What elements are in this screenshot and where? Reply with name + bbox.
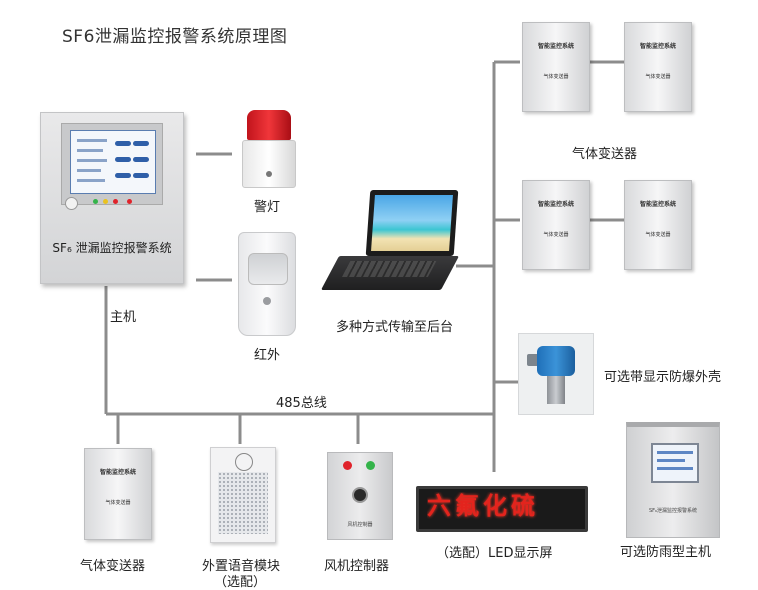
fan-controller-label: 风机控制器 [324,559,390,574]
led-display-text: 六氟化硫 [427,492,539,520]
infrared-label: 红外 [254,348,281,363]
gas-transmitter-box: 智能监控系统 气体变送器 [522,22,590,112]
host-panel-label: SF₆ 泄漏监控报警系统 [52,241,172,255]
gas-transmitter-bottom-label: 气体变送器 [80,559,146,574]
gas-transmitters-label: 气体变送器 [572,147,638,162]
host-knob [65,197,78,210]
status-led-green [93,199,98,204]
main-host-cabinet: SF₆ 泄漏监控报警系统 [40,112,184,284]
laptop-label: 多种方式传输至后台 [336,320,454,335]
speaker-grill [218,472,268,534]
led-display-label: （选配）LED显示屏 [436,546,553,561]
bus-label: 485总线 [276,396,327,411]
status-led-yellow [103,199,108,204]
laptop-screen [365,190,459,256]
host-label: 主机 [110,310,137,325]
rainproof-host-label: 可选防雨型主机 [620,545,712,560]
rainproof-screen [651,443,699,483]
fan-switch [352,487,368,503]
host-touchscreen [70,130,156,194]
gas-transmitter-box: 智能监控系统 气体变送器 [522,180,590,270]
rainproof-host: SF₆泄漏监控报警系统 [626,422,720,538]
fan-panel-label: 风机控制器 [347,522,373,528]
speaker-logo-icon [235,453,253,471]
alarm-light-base [242,140,296,188]
rainproof-panel-label: SF₆泄漏监控报警系统 [648,508,698,514]
alarm-light-lens [247,110,291,140]
diagram-title: SF6泄漏监控报警系统原理图 [62,27,288,47]
fan-indicator-green [366,461,375,470]
gas-transmitter-box: 智能监控系统 气体变送器 [624,22,692,112]
laptop-keyboard [320,256,460,290]
voice-module [210,447,276,543]
infrared-sensor [238,232,296,336]
voice-module-optional: （选配） [214,575,267,590]
explosion-proof-label: 可选带显示防爆外壳 [604,370,722,385]
status-led-red [113,199,118,204]
fan-controller: 风机控制器 [327,452,393,540]
fan-indicator-red [343,461,352,470]
explosion-proof-housing [518,333,594,415]
gas-transmitter-box-bottom: 智能监控系统 气体变送器 [84,448,152,540]
led-display: 六氟化硫 [416,486,588,532]
gas-transmitter-box: 智能监控系统 气体变送器 [624,180,692,270]
alarm-light-label: 警灯 [254,200,281,215]
status-led-alarm [127,199,132,204]
host-screen-frame [61,123,163,205]
voice-module-label: 外置语音模块 [202,559,281,574]
